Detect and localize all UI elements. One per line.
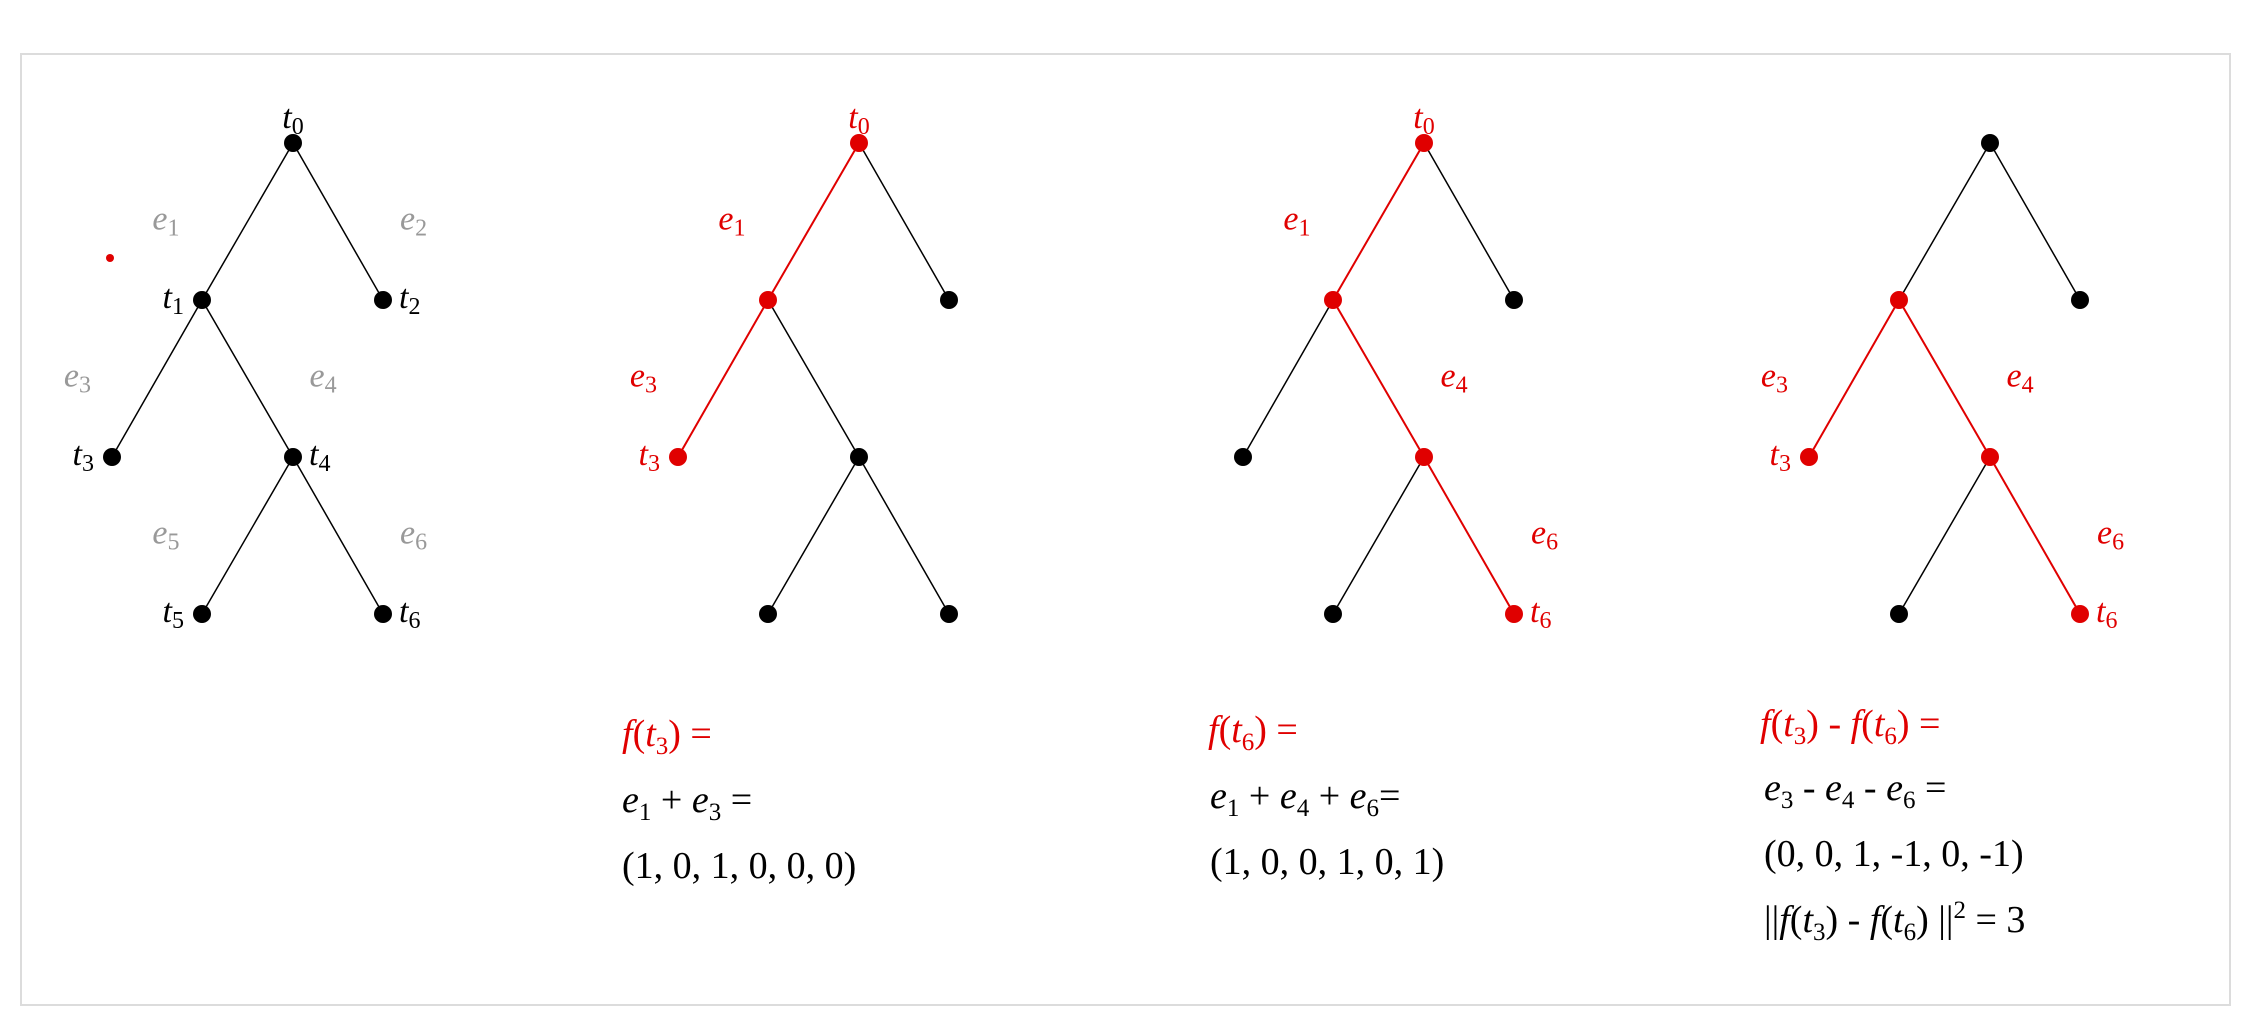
edge-label-e1: e1: [718, 200, 745, 241]
edge-label-e3: e3: [1761, 357, 1788, 398]
node-t6: [940, 605, 958, 623]
node-t1: [1324, 291, 1342, 309]
edge-label-e3: e3: [64, 357, 91, 398]
node-t5: [1324, 605, 1342, 623]
svg-text:e3 - e4 - e6 =: e3 - e4 - e6 =: [1764, 767, 1946, 814]
edge-e4: [1898, 299, 1991, 458]
edge-e3: [1242, 299, 1334, 458]
node-t3: [1234, 448, 1252, 466]
vector-difference: (0, 0, 1, -1, 0, -1): [1764, 833, 2024, 875]
node-label-t4: t4: [309, 436, 330, 477]
node-t2: [374, 291, 392, 309]
tree-panel-path-t6: e1 e4 e6 t0 t6: [1234, 99, 1558, 634]
edge-e1: [201, 142, 294, 301]
node-t2: [940, 291, 958, 309]
vector-t6: (1, 0, 0, 1, 0, 1): [1210, 841, 1444, 883]
svg-text:f(t3) =: f(t3) =: [622, 713, 712, 760]
edge-e6: [1423, 456, 1515, 615]
edge-e5: [1898, 456, 1991, 615]
edge-label-e1: e1: [152, 200, 179, 241]
node-label-t0: t0: [282, 99, 303, 140]
svg-text:f(t3) - f(t6) =: f(t3) - f(t6) =: [1760, 703, 1940, 750]
node-label-t1: t1: [163, 279, 184, 320]
node-label-t3: t3: [639, 436, 660, 477]
node-t5: [759, 605, 777, 623]
edge-label-e4: e4: [2007, 357, 2034, 398]
edge-e3: [677, 299, 769, 458]
edge-e2: [1989, 142, 2081, 301]
node-t5: [193, 605, 211, 623]
squared-norm: ||f(t3) - f(t6) ||2 = 3: [1764, 897, 2025, 946]
node-label-t6: t6: [2096, 593, 2117, 634]
edge-label-e5: e5: [152, 514, 179, 555]
node-t1: [1890, 291, 1908, 309]
node-label-t5: t5: [163, 593, 184, 634]
node-t4: [1981, 448, 1999, 466]
edge-e2: [292, 142, 384, 301]
edge-e4: [1332, 299, 1425, 458]
edge-e5: [201, 456, 294, 615]
node-label-t0: t0: [1413, 99, 1434, 140]
vector-t3: (1, 0, 1, 0, 0, 0): [622, 845, 856, 887]
edge-e1: [767, 142, 860, 301]
node-t0: [1415, 134, 1433, 152]
node-t0: [284, 134, 302, 152]
edge-label-e3: e3: [630, 357, 657, 398]
node-label-t6: t6: [399, 593, 420, 634]
node-t3: [103, 448, 121, 466]
node-t3: [1800, 448, 1818, 466]
edge-label-e6: e6: [400, 514, 427, 555]
node-label-t3: t3: [1770, 436, 1791, 477]
edge-e3: [111, 299, 203, 458]
node-t6: [374, 605, 392, 623]
edge-e6: [858, 456, 950, 615]
tree-panel-reference-tree: e1 e2 e3 e4 e5 e6 t0 t1 t2 t3 t4 t5 t6: [64, 99, 427, 634]
node-t4: [1415, 448, 1433, 466]
node-t0: [850, 134, 868, 152]
edge-e1: [1332, 142, 1425, 301]
node-t4: [850, 448, 868, 466]
edge-label-e6: e6: [1531, 514, 1558, 555]
edge-label-e1: e1: [1283, 200, 1310, 241]
node-t6: [2071, 605, 2089, 623]
node-label-t2: t2: [399, 279, 420, 320]
node-t2: [1505, 291, 1523, 309]
edge-label-e6: e6: [2097, 514, 2124, 555]
node-t0: [1981, 134, 1999, 152]
node-t4: [284, 448, 302, 466]
svg-text:e1 + e4 + e6=: e1 + e4 + e6=: [1210, 775, 1400, 822]
tree-panel-difference: e3 e4 e6 t3 t6: [1761, 134, 2124, 634]
node-t3: [669, 448, 687, 466]
edge-e2: [858, 142, 950, 301]
node-t5: [1890, 605, 1908, 623]
edge-e5: [767, 456, 860, 615]
formula-difference: f(t3) - f(t6) = e3 - e4 - e6 = (0, 0, 1,…: [1760, 703, 2025, 946]
node-t6: [1505, 605, 1523, 623]
node-label-t6: t6: [1530, 593, 1551, 634]
edge-e4: [201, 299, 294, 458]
edge-e6: [292, 456, 384, 615]
edge-e3: [1808, 299, 1900, 458]
edge-label-e2: e2: [400, 200, 427, 241]
edge-e1: [1898, 142, 1991, 301]
formula-path-t6: f(t6) = e1 + e4 + e6= (1, 0, 0, 1, 0, 1): [1208, 709, 1444, 883]
node-label-t3: t3: [73, 436, 94, 477]
node-label-t0: t0: [848, 99, 869, 140]
edge-e4: [767, 299, 860, 458]
svg-text:e1 + e3 =: e1 + e3 =: [622, 779, 752, 826]
edge-e2: [1423, 142, 1515, 301]
svg-text:f(t6) =: f(t6) =: [1208, 709, 1298, 756]
edge-e6: [1989, 456, 2081, 615]
formula-path-t3: f(t3) = e1 + e3 = (1, 0, 1, 0, 0, 0): [622, 713, 856, 887]
node-t1: [193, 291, 211, 309]
edge-e5: [1332, 456, 1425, 615]
edge-label-e4: e4: [310, 357, 337, 398]
node-t1: [759, 291, 777, 309]
stray-red-dot: [106, 254, 114, 262]
figure-frame: [20, 53, 2231, 1006]
node-t2: [2071, 291, 2089, 309]
tree-panel-path-t3: e1 e3 t0 t3: [630, 99, 958, 623]
edge-label-e4: e4: [1441, 357, 1468, 398]
